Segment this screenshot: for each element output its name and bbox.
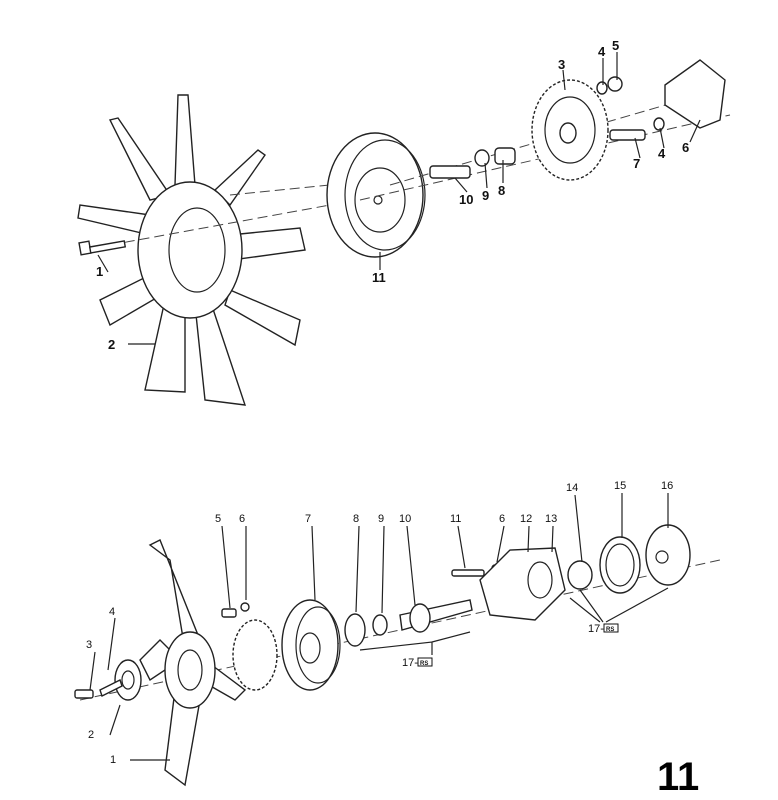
label-part-6: 6 — [682, 140, 689, 155]
label-part-8: 8 — [353, 513, 359, 525]
label-part-11: 11 — [372, 270, 386, 285]
bottom-part-labels: 4 3 2 1 5 6 7 8 9 10 11 6 12 13 14 15 16… — [86, 480, 673, 766]
label-part-3: 3 — [86, 639, 92, 651]
label-part-2: 2 — [88, 729, 94, 741]
bottom-fan — [139, 539, 278, 787]
bolt-1 — [78, 240, 127, 256]
bottom-pulley — [281, 599, 339, 691]
svg-text:RS: RS — [420, 661, 428, 667]
svg-text:17-: 17- — [402, 657, 418, 669]
fan-hub — [137, 181, 243, 319]
label-part-9: 9 — [378, 513, 384, 525]
top-part-labels: 1 2 3 4 5 6 7 4 8 9 10 11 — [96, 38, 689, 352]
label-part-14: 14 — [566, 482, 578, 494]
page-number: 11 — [657, 755, 699, 799]
label-part-15: 15 — [614, 480, 626, 492]
label-part-3: 3 — [558, 57, 565, 72]
top-small-parts — [429, 59, 726, 179]
label-part-4b: 4 — [658, 146, 666, 161]
label-part-10: 10 — [399, 513, 411, 525]
label-part-4: 4 — [109, 606, 115, 618]
label-part-7: 7 — [305, 513, 311, 525]
water-pump-flange — [664, 59, 726, 129]
bottom-leader-lines — [89, 493, 669, 761]
top-leader-lines — [97, 52, 701, 345]
label-part-12: 12 — [520, 513, 532, 525]
label-part-5: 5 — [215, 513, 221, 525]
label-part-16: 16 — [661, 480, 673, 492]
fan-clutch — [232, 619, 278, 691]
label-part-7: 7 — [633, 156, 640, 171]
label-part-4: 4 — [598, 44, 606, 59]
label-part-1: 1 — [110, 754, 116, 766]
kit-label-17-right: 17- RS — [588, 623, 619, 635]
top-fan-clutch — [531, 79, 609, 181]
kit-label-17-left: 17- RS — [402, 657, 433, 669]
water-pump-housing — [479, 547, 566, 621]
svg-text:RS: RS — [606, 627, 614, 633]
top-pulley — [326, 132, 426, 258]
label-part-6b: 6 — [499, 513, 505, 525]
label-part-1: 1 — [96, 264, 103, 279]
top-fan-assembly — [77, 94, 331, 406]
label-part-5: 5 — [612, 38, 619, 53]
bottom-small-parts — [74, 524, 691, 701]
label-part-10: 10 — [459, 192, 473, 207]
label-part-11: 11 — [450, 513, 461, 525]
svg-text:17-: 17- — [588, 623, 604, 635]
label-part-6: 6 — [239, 513, 245, 525]
label-part-2: 2 — [108, 337, 115, 352]
label-part-9: 9 — [482, 188, 489, 203]
label-part-8: 8 — [498, 183, 505, 198]
label-part-13: 13 — [545, 513, 557, 525]
